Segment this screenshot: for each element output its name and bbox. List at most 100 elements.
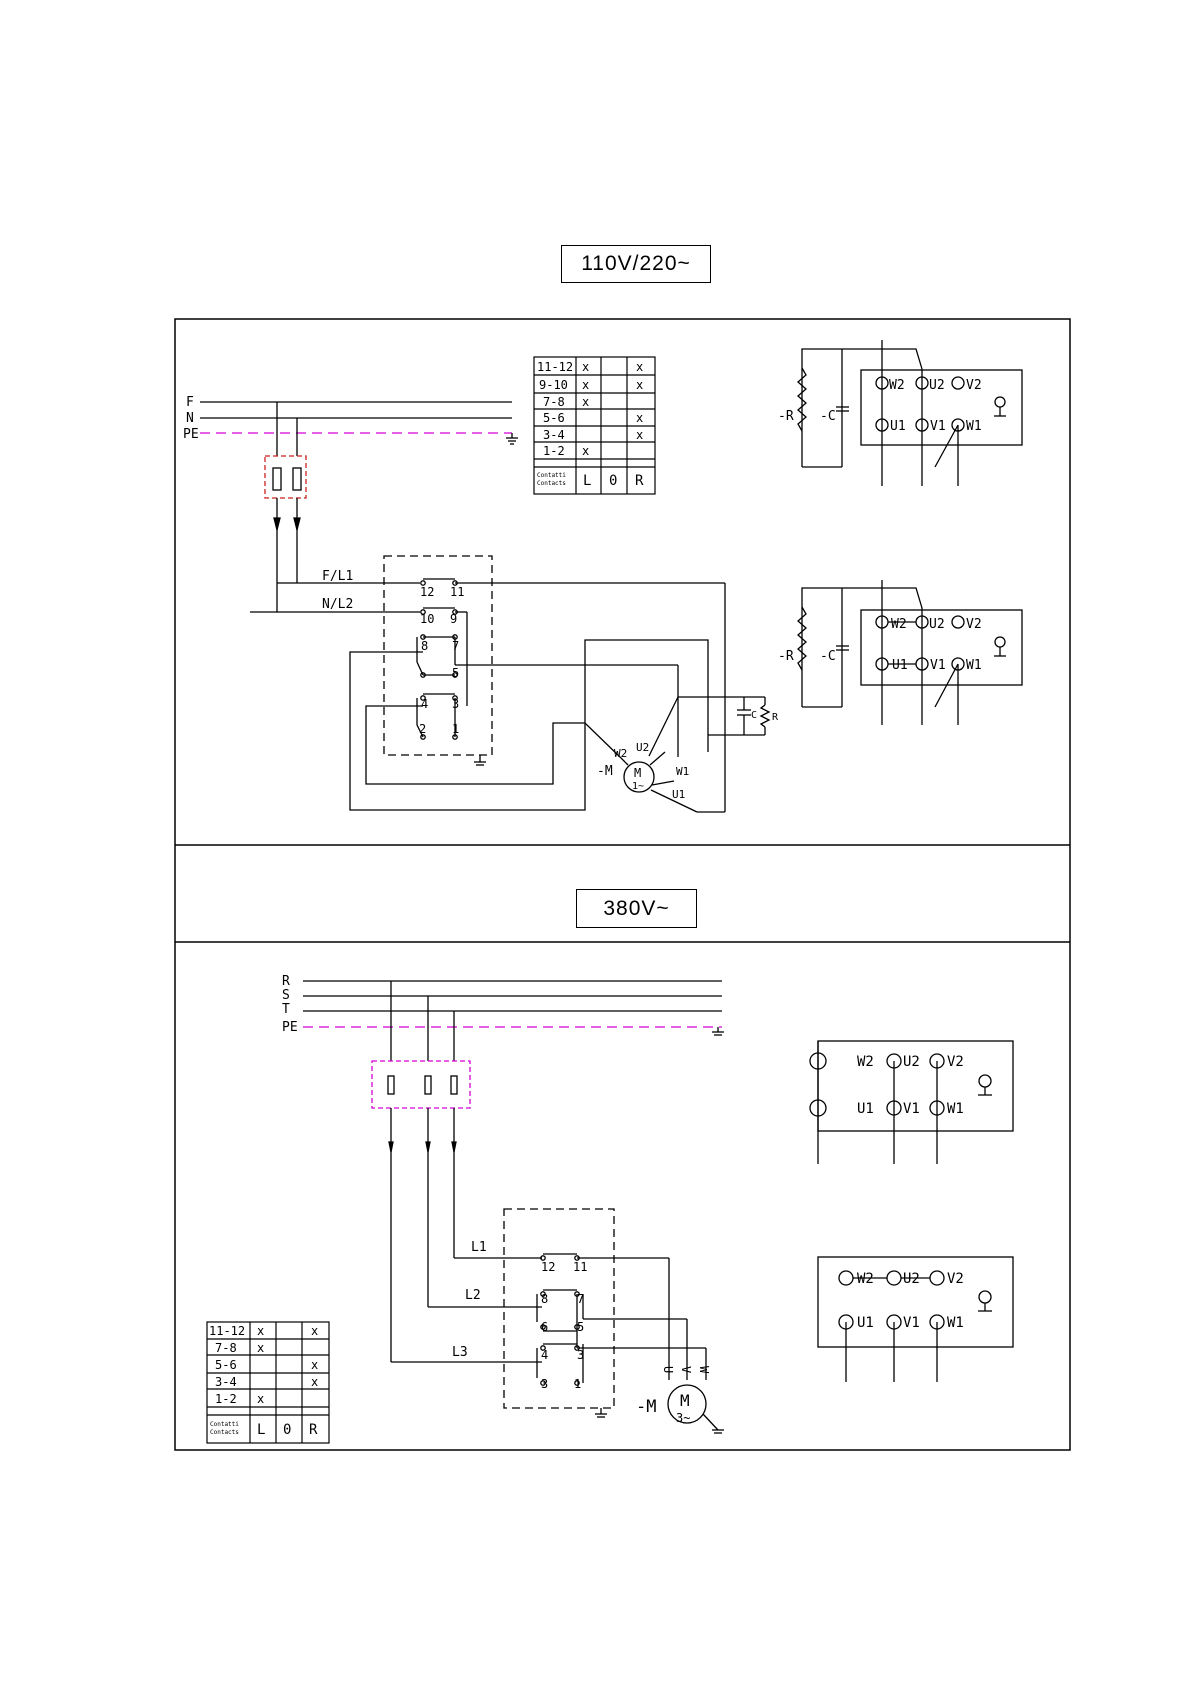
svg-text:W2: W2 [614,747,627,760]
svg-text:V1: V1 [930,658,946,673]
motor-symbol: M [680,1391,690,1410]
svg-text:x: x [311,1358,318,1372]
svg-text:W1: W1 [947,1101,964,1117]
svg-text:W1: W1 [676,765,689,778]
svg-text:-R: -R [778,649,794,664]
svg-text:3-4: 3-4 [215,1375,237,1389]
line-label-t: T [282,1002,290,1017]
svg-text:10: 10 [420,612,434,626]
svg-text:2: 2 [419,722,426,736]
svg-text:U1: U1 [857,1101,874,1117]
svg-text:x: x [636,378,643,392]
fuse [387,1075,395,1095]
motor-type: 1~ [632,781,644,792]
motor-v: V [679,1366,693,1373]
wire-label-l1: L1 [471,1240,487,1255]
section2-labels: R S T PE L1 L2 L3 12 11 8 7 6 5 4 3 3 1 … [209,974,964,1438]
svg-text:V2: V2 [966,378,982,393]
svg-text:U2: U2 [903,1271,920,1287]
svg-text:W2: W2 [857,1054,874,1070]
fuse-box-3ph [371,1060,471,1109]
motor-symbol: M [634,766,641,780]
contact-table-2 [206,1321,330,1444]
svg-text:U2: U2 [903,1054,920,1070]
switch-ground [595,1408,607,1418]
svg-text:U1: U1 [890,419,906,434]
wire-label-l2: L2 [465,1288,481,1303]
svg-text:11-12: 11-12 [537,360,573,374]
motor-type: 3~ [676,1411,690,1425]
frame [174,318,1071,1451]
svg-text:x: x [636,360,643,374]
svg-text:U1: U1 [672,788,685,801]
svg-text:W2: W2 [889,378,905,393]
svg-text:V2: V2 [966,617,982,632]
svg-text:x: x [582,395,589,409]
svg-text:x: x [636,428,643,442]
wire-label-nl2: N/L2 [322,597,353,612]
terminal-diagram-1a [797,340,1023,486]
svg-text:0: 0 [283,1422,291,1438]
svg-text:x: x [582,444,589,458]
svg-text:3: 3 [541,1377,548,1391]
rotary-switch [383,555,493,756]
svg-text:1-2: 1-2 [215,1392,237,1406]
ground-symbol [506,433,518,445]
svg-text:U2: U2 [929,617,945,632]
svg-text:5-6: 5-6 [543,411,565,425]
svg-text:6: 6 [541,1320,548,1334]
motor-3ph [667,1384,707,1424]
svg-text:x: x [582,360,589,374]
svg-text:Contatti: Contatti [537,472,566,479]
svg-text:12: 12 [420,585,434,599]
svg-text:1: 1 [452,722,459,736]
svg-text:3: 3 [452,697,459,711]
section1-labels: F N PE F/L1 N/L2 12 11 10 9 8 7 5 4 3 2 … [183,360,982,801]
svg-text:7: 7 [452,639,459,653]
svg-text:3: 3 [577,1348,584,1362]
motor-w: W [697,1366,711,1374]
svg-text:0: 0 [609,473,617,489]
svg-text:11: 11 [573,1260,587,1274]
svg-text:Contacts: Contacts [537,480,566,487]
svg-text:W2: W2 [857,1271,874,1287]
fuse [272,467,282,491]
section2-diagram [206,980,1014,1444]
svg-text:W1: W1 [966,419,982,434]
svg-text:7-8: 7-8 [543,395,565,409]
motor-ref: -M [597,764,613,779]
line-label-pe: PE [183,427,199,442]
svg-text:U2: U2 [929,378,945,393]
motor-ref: -M [636,1397,656,1417]
svg-text:W2: W2 [891,617,907,632]
svg-text:7-8: 7-8 [215,1341,237,1355]
svg-text:L: L [257,1422,265,1438]
svg-text:8: 8 [421,639,428,653]
svg-text:x: x [257,1341,264,1355]
svg-text:R: R [772,712,779,723]
svg-text:x: x [582,378,589,392]
svg-text:V2: V2 [947,1054,964,1070]
svg-text:Contacts: Contacts [210,1429,239,1436]
svg-text:5: 5 [452,666,459,680]
svg-text:8: 8 [541,1292,548,1306]
svg-text:11-12: 11-12 [209,1324,245,1338]
motor-u: U [661,1366,675,1373]
svg-text:x: x [636,411,643,425]
fuse [292,467,302,491]
terminal-diagram-1b [797,580,1023,725]
svg-text:5-6: 5-6 [215,1358,237,1372]
svg-text:x: x [311,1324,318,1338]
line-label-s: S [282,988,290,1003]
contact-table-1 [533,356,656,495]
svg-text:U2: U2 [636,741,649,754]
svg-text:1-2: 1-2 [543,444,565,458]
svg-text:9: 9 [450,612,457,626]
rotary-switch-3ph [503,1208,615,1409]
section1-diagram [200,340,1023,813]
svg-text:-C: -C [820,409,836,424]
svg-text:3-4: 3-4 [543,428,565,442]
svg-text:Contatti: Contatti [210,1421,239,1428]
svg-text:12: 12 [541,1260,555,1274]
svg-text:V1: V1 [903,1315,920,1331]
